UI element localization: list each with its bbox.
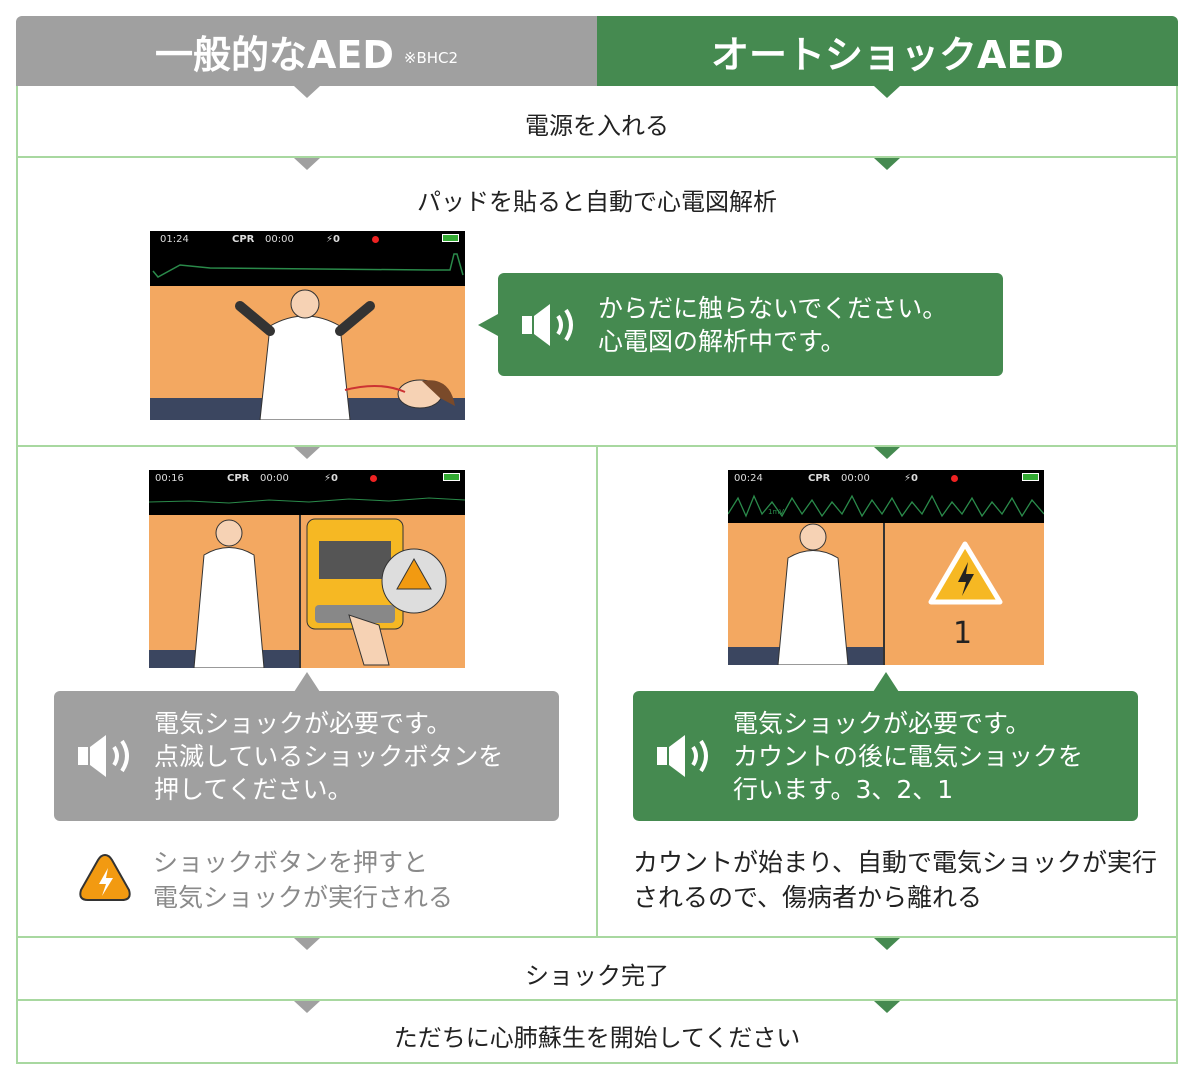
step-shock-done: ショック完了 [525,962,669,990]
bubble-pointer [294,672,320,692]
monitor-cpr-time: 00:00 [841,473,870,484]
panel-divider [883,523,885,665]
ecg-flatline [152,253,464,278]
step-analyze: パッドを貼ると自動で心電図解析 [417,188,777,216]
header-autoshock-aed: オートショックAED [597,16,1178,86]
header-title: オートショックAED [711,32,1064,77]
rescuer-illustration [728,523,883,665]
header-standard-aed: 一般的なAED ※BHC2 [16,16,597,86]
arrow-down-icon [294,158,320,170]
ecg-waveform [149,497,465,504]
arrow-down-icon [874,158,900,170]
prompt-line: 行います。3、2、1 [733,774,954,804]
prompt-line: 点滅しているショックボタンを [154,741,504,771]
bubble-pointer [873,672,899,692]
battery-icon [1022,473,1039,481]
prompt-line: 心電図の解析中です。 [598,326,846,356]
column-divider [596,446,598,937]
voice-prompt-auto-shock: 電気ショックが必要です。カウントの後に電気ショックを行います。3、2、1 [633,691,1138,821]
monitor-cpr-time: 00:00 [265,234,294,245]
note-auto-shock: カウントが始まり、自動で電気ショックが実行されるので、傷病者から離れる [633,848,1158,912]
shock-warning-icon [928,541,1003,605]
monitor-shock-count: ⚡0 [326,234,340,245]
prompt-line: からだに触らないでください。 [598,293,948,323]
ecg-waveform-vf [728,494,1044,518]
flow-frame [16,86,1178,1064]
battery-icon [443,473,460,481]
prompt-line: 押してください。 [154,774,353,804]
voice-prompt-analyzing: からだに触らないでください。心電図の解析中です。 [498,273,1003,376]
voice-prompt-press-button: 電気ショックが必要です。点滅しているショックボタンを押してください。 [54,691,559,821]
arrow-down-icon [874,1001,900,1013]
prompt-line: 電気ショックが必要です。 [733,708,1031,738]
arrow-down-icon [294,1001,320,1013]
divider [16,156,1178,158]
monitor-shock-count: ⚡0 [904,473,918,484]
monitor-time: 01:24 [160,234,189,245]
bubble-pointer [478,314,498,336]
aed-monitor-auto-shock: 00:24 CPR 00:00 ⚡0 1mV 1 [728,470,1044,665]
monitor-cpr-time: 00:00 [260,473,289,484]
prompt-line: カウントの後に電気ショックを [733,741,1084,771]
prompt-line: 電気ショックが必要です。 [154,708,452,738]
divider [16,936,1178,938]
arrow-down-icon [294,86,320,98]
panel-divider [299,515,301,668]
step-start-cpr: ただちに心肺蘇生を開始してください [393,1024,801,1052]
rescuer-illustration [150,289,465,420]
arrow-down-icon [874,938,900,950]
ecg-scale: 1mV [768,508,785,516]
aed-monitor-manual-shock: 00:16 CPR 00:00 ⚡0 [149,470,465,668]
speaker-icon [522,303,573,346]
arrow-down-icon [294,447,320,459]
header-title: 一般的なAED [154,32,394,77]
battery-icon [442,234,459,242]
record-indicator-icon [372,236,379,243]
aed-monitor-analyzing: 01:24 CPR 00:00 ⚡0 [150,231,465,420]
arrow-down-icon [874,447,900,459]
monitor-cpr-label: CPR [808,473,831,484]
record-indicator-icon [951,475,958,482]
note-manual-shock: ショックボタンを押すと電気ショックが実行される [153,848,454,912]
arrow-down-icon [874,86,900,98]
divider [16,999,1178,1001]
record-indicator-icon [370,475,377,482]
arrow-down-icon [294,938,320,950]
monitor-time: 00:24 [734,473,763,484]
shock-button-icon [79,853,131,901]
speaker-icon [657,735,708,777]
monitor-time: 00:16 [155,473,184,484]
monitor-cpr-label: CPR [227,473,250,484]
speaker-icon [78,735,129,777]
rescuer-and-button-illustration [149,518,447,668]
countdown-number: 1 [953,616,973,651]
monitor-cpr-label: CPR [232,234,255,245]
step-power-on: 電源を入れる [525,112,669,140]
header-note: ※BHC2 [403,49,459,67]
monitor-shock-count: ⚡0 [324,473,338,484]
